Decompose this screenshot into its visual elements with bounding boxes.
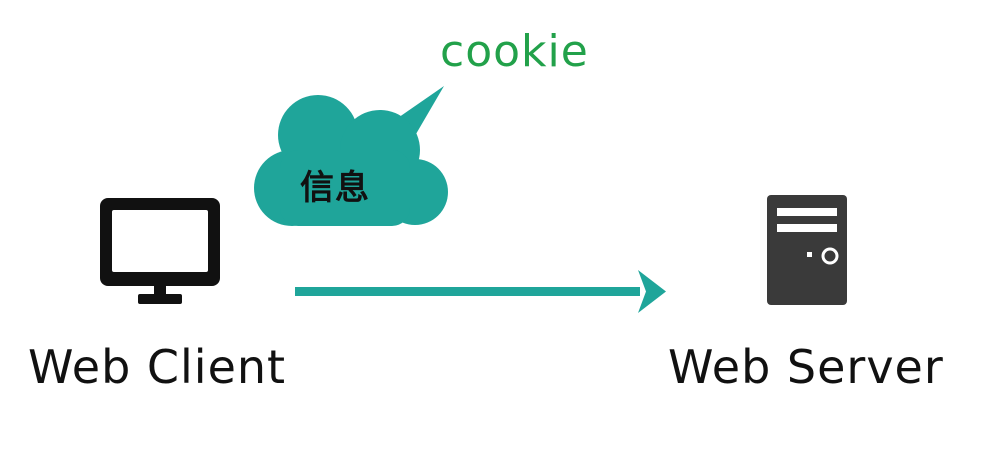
monitor-neck (154, 286, 166, 296)
cloud-message-text: 信息 (300, 168, 370, 208)
web-server-label: Web Server (668, 340, 944, 394)
web-client-label: Web Client (28, 340, 287, 394)
monitor-screen (112, 210, 208, 272)
arrow-shaft (295, 287, 640, 296)
server-drive-bay-2 (777, 224, 837, 232)
server-drive-bay-1 (777, 208, 837, 216)
arrow-head (638, 270, 666, 313)
monitor-stand (138, 294, 182, 304)
server-power-button (821, 247, 839, 265)
cloud-base (280, 150, 410, 226)
cookie-label: cookie (440, 26, 589, 77)
arrow-right-icon (295, 270, 666, 313)
server-body (767, 195, 847, 305)
speech-cloud-icon (254, 86, 448, 226)
monitor-icon (100, 198, 220, 304)
server-indicator-light (807, 252, 812, 257)
server-tower-icon (767, 195, 847, 305)
